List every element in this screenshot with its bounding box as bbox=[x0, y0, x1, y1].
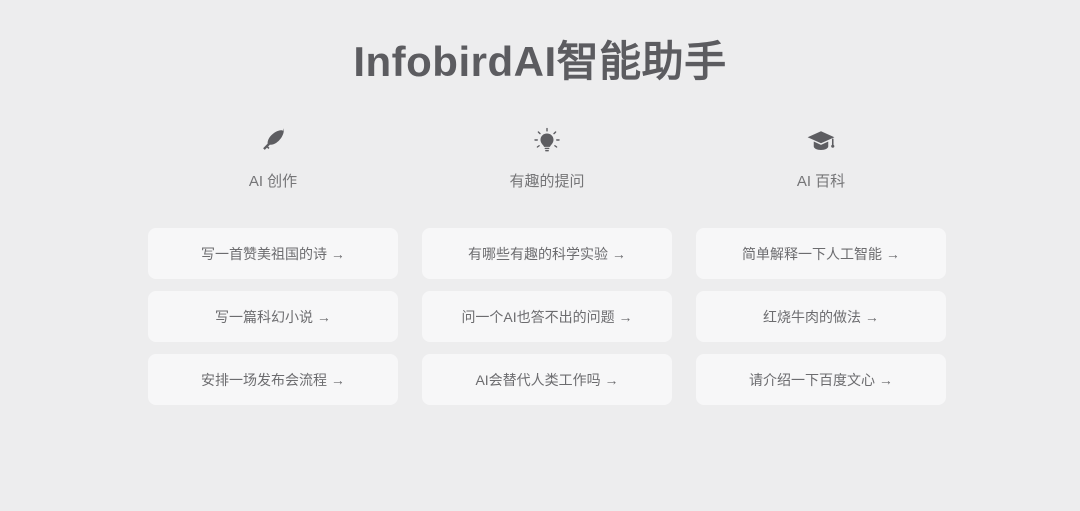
suggestion-card[interactable]: 写一首赞美祖国的诗 → bbox=[148, 228, 398, 279]
column-label-ai-encyclopedia: AI 百科 bbox=[796, 173, 846, 190]
suggestion-card-list: 写一首赞美祖国的诗 → 写一篇科幻小说 → 安排一场发布会流程 → bbox=[148, 228, 398, 405]
suggestion-card[interactable]: 请介绍一下百度文心 → bbox=[696, 354, 946, 405]
graduation-cap-icon bbox=[805, 126, 837, 158]
suggestion-column-fun-questions: 有趣的提问 有哪些有趣的科学实验 → 问一个AI也答不出的问题 → AI会替代人… bbox=[422, 126, 672, 405]
column-header-ai-encyclopedia: AI 百科 bbox=[696, 126, 946, 228]
feather-icon bbox=[257, 126, 289, 158]
lightbulb-icon bbox=[531, 126, 563, 158]
suggestion-column-ai-encyclopedia: AI 百科 简单解释一下人工智能 → 红烧牛肉的做法 → 请介绍一下百度文心 → bbox=[696, 126, 946, 405]
suggestion-card[interactable]: 写一篇科幻小说 → bbox=[148, 291, 398, 342]
suggestion-column-ai-creation: AI 创作 写一首赞美祖国的诗 → 写一篇科幻小说 → 安排一场发布会流程 → bbox=[148, 126, 398, 405]
column-header-fun-questions: 有趣的提问 bbox=[422, 126, 672, 228]
suggestion-card[interactable]: 简单解释一下人工智能 → bbox=[696, 228, 946, 279]
suggestion-card[interactable]: AI会替代人类工作吗 → bbox=[422, 354, 672, 405]
suggestion-columns: AI 创作 写一首赞美祖国的诗 → 写一篇科幻小说 → 安排一场发布会流程 → bbox=[148, 126, 946, 405]
column-header-ai-creation: AI 创作 bbox=[148, 126, 398, 228]
column-label-fun-questions: 有趣的提问 bbox=[509, 173, 585, 190]
page-title: InfobirdAI智能助手 bbox=[353, 38, 727, 85]
suggestion-card[interactable]: 有哪些有趣的科学实验 → bbox=[422, 228, 672, 279]
suggestion-card[interactable]: 安排一场发布会流程 → bbox=[148, 354, 398, 405]
suggestion-card-list: 有哪些有趣的科学实验 → 问一个AI也答不出的问题 → AI会替代人类工作吗 → bbox=[422, 228, 672, 405]
suggestion-card[interactable]: 红烧牛肉的做法 → bbox=[696, 291, 946, 342]
suggestion-card[interactable]: 问一个AI也答不出的问题 → bbox=[422, 291, 672, 342]
suggestion-card-list: 简单解释一下人工智能 → 红烧牛肉的做法 → 请介绍一下百度文心 → bbox=[696, 228, 946, 405]
column-label-ai-creation: AI 创作 bbox=[248, 173, 298, 190]
